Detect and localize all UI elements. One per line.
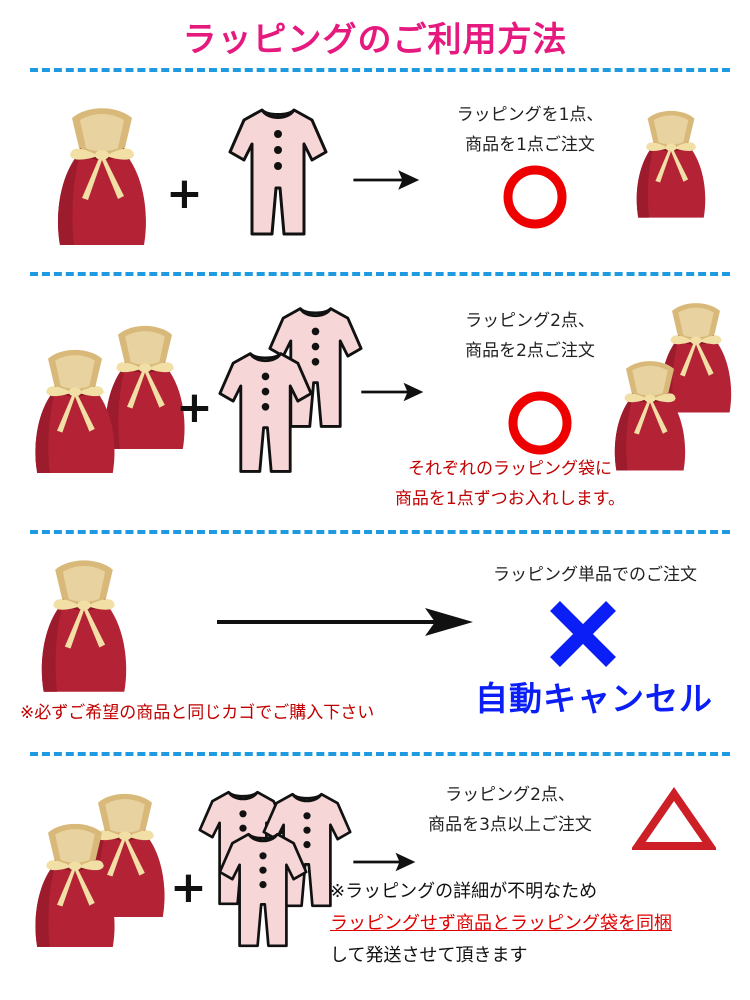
ok-circle-icon — [503, 165, 567, 229]
plus-sign: + — [166, 168, 203, 219]
order-note: ラッピング2点、 商品を3点以上ご注文 — [400, 780, 620, 840]
gift-bag-icon — [30, 814, 120, 954]
gift-bag-icon — [52, 100, 152, 250]
triangle-icon — [632, 786, 716, 850]
individual-wrap-note: それぞれのラッピング袋に 商品を1点ずつお入れします。 — [340, 454, 680, 514]
bundled-shipping-note-line3: して発送させて頂きます — [330, 945, 528, 966]
same-cart-warning: ※必ずご希望の商品と同じカゴでご購入下さい — [20, 703, 375, 723]
order-note: ラッピングを1点、 商品を1点ご注文 — [430, 100, 630, 160]
baby-romper-icon — [228, 102, 328, 242]
order-note-line1: ラッピング2点、 — [445, 785, 575, 805]
long-arrow-right-icon — [217, 608, 473, 636]
order-note-line2: 商品を2点ご注文 — [465, 341, 595, 361]
plus-sign: + — [170, 862, 207, 913]
individual-wrap-note-line1: それぞれのラッピング袋に — [408, 459, 612, 479]
order-note-line1: ラッピングを1点、 — [456, 105, 604, 125]
gift-bag-icon — [632, 104, 710, 222]
individual-wrap-note-line2: 商品を1点ずつお入れします。 — [394, 489, 626, 509]
section-divider — [30, 530, 730, 534]
section-divider — [30, 272, 730, 276]
bundled-shipping-note-line1: ※ラッピングの詳細が不明なため — [330, 881, 598, 902]
baby-romper-icon — [218, 826, 308, 954]
wrap-only-order-label: ラッピング単品でのご注文 — [493, 565, 697, 585]
order-note: ラッピング2点、 商品を2点ご注文 — [430, 306, 630, 366]
order-note-line1: ラッピング2点、 — [465, 311, 595, 331]
gift-bag-icon — [36, 552, 132, 697]
arrow-right-icon — [352, 160, 422, 200]
gift-bag-icon — [30, 340, 120, 480]
arrow-right-icon — [360, 372, 426, 412]
section-divider — [30, 68, 730, 72]
ok-circle-icon — [508, 391, 572, 455]
order-note-line2: 商品を1点ご注文 — [465, 135, 595, 155]
auto-cancel-label: 自動キャンセル — [475, 679, 713, 718]
plus-sign: + — [176, 382, 213, 433]
page-title: ラッピングのご利用方法 — [182, 20, 568, 60]
section-divider — [30, 752, 730, 756]
order-note-line2: 商品を3点以上ご注文 — [428, 815, 592, 835]
cross-icon — [550, 601, 616, 667]
bundled-shipping-note: ※ラッピングの詳細が不明なため ラッピングせず商品とラッピング袋を同梱 して発送… — [330, 876, 750, 972]
bundled-shipping-note-line2: ラッピングせず商品とラッピング袋を同梱 — [330, 913, 672, 934]
baby-romper-icon — [218, 345, 313, 480]
